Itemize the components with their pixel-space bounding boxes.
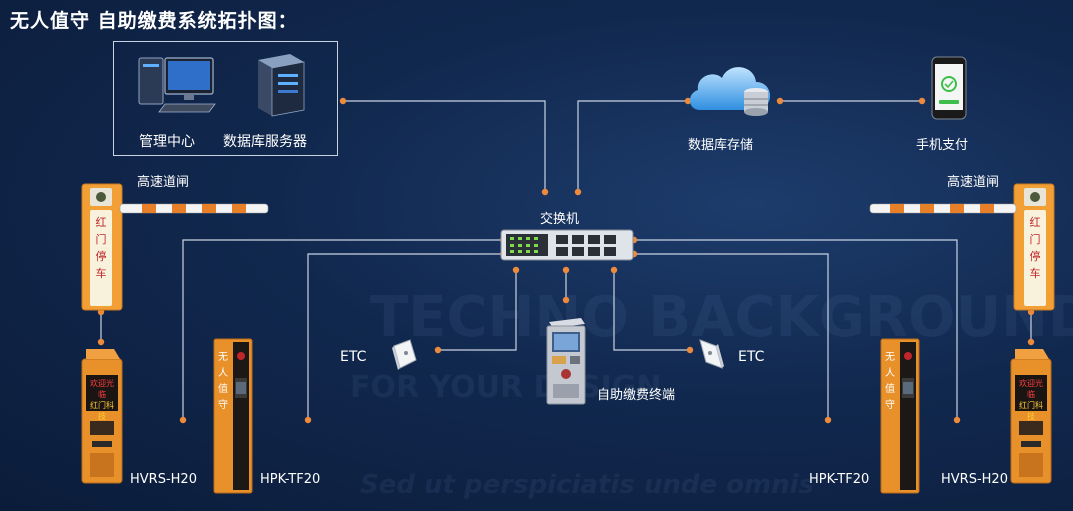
database-storage-label: 数据库存储 [688, 138, 754, 153]
diagram-title: 无人值守 自助缴费系统拓扑图： [10, 10, 298, 32]
hpk-left-device-icon [213, 338, 253, 494]
hvrs-left-label: HVRS-H20 [130, 472, 197, 487]
hvrs-right-display: 欢迎光临红门科技 [1019, 379, 1043, 421]
barrier-gate-left-icon [81, 183, 269, 311]
background-watermark: Sed ut perspiciatis unde omnis [360, 470, 814, 500]
link-servers-switch [343, 100, 546, 192]
mobile-phone-icon [931, 56, 967, 120]
kiosk-label: 自助缴费终端 [597, 388, 676, 403]
network-switch-icon [500, 229, 634, 261]
link-etc-right [613, 270, 690, 351]
hvrs-right-label: HVRS-H20 [941, 472, 1008, 487]
link-hpk-left [307, 253, 503, 420]
hvrs-left-device-icon [81, 349, 123, 484]
etc-left-label: ETC [340, 349, 367, 365]
barrier-gate-right-icon [869, 183, 1055, 311]
hpk-left-label: HPK-TF20 [260, 472, 321, 487]
management-pc-icon [138, 57, 216, 113]
barrier-right-text: 红门 停车 [1029, 216, 1041, 280]
link-hpk-right [634, 253, 829, 420]
barrier-right-label: 高速道闸 [947, 175, 1000, 190]
barrier-left-label: 高速道闸 [137, 175, 190, 190]
cloud-storage-icon [689, 67, 771, 116]
management-center-label: 管理中心 [139, 134, 195, 150]
background-watermark: TECHNO BACKGROUND [370, 285, 1073, 350]
hvrs-right-device-icon [1010, 349, 1052, 484]
hpk-left-text: 无人 值守 [218, 352, 228, 411]
barrier-left-text: 红门 停车 [95, 216, 107, 280]
link-hvrs-right [634, 239, 958, 420]
etc-right-device-icon [699, 339, 724, 369]
etc-left-device-icon [392, 339, 417, 370]
link-storage-switch [577, 100, 688, 192]
database-server-icon [258, 54, 305, 117]
server-group-panel [113, 41, 338, 156]
kiosk-device-icon [546, 318, 586, 405]
database-server-label: 数据库服务器 [223, 134, 307, 150]
background-watermark: FOR YOUR DESIGN [350, 370, 662, 405]
mobile-payment-label: 手机支付 [916, 138, 969, 153]
hpk-right-label: HPK-TF20 [809, 472, 870, 487]
link-hvrs-left [182, 239, 503, 420]
link-etc-left [438, 270, 517, 351]
hvrs-left-display: 欢迎光临红门科技 [90, 379, 114, 421]
hpk-right-device-icon [880, 338, 920, 494]
switch-label: 交换机 [540, 212, 580, 227]
etc-right-label: ETC [738, 349, 765, 365]
hpk-right-text: 无人 值守 [885, 352, 895, 411]
